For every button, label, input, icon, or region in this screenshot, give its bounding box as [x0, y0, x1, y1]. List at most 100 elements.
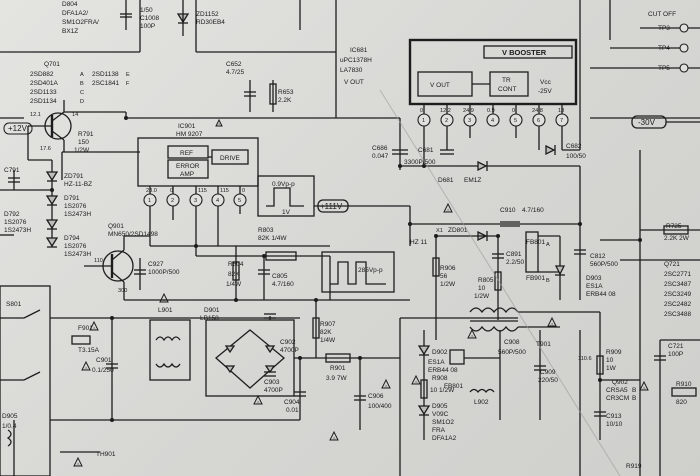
warning-triangle-icon: ⚠ [639, 380, 649, 391]
label-c903: C903 [264, 379, 280, 386]
marker-a: A [80, 72, 84, 78]
label-c910-value: 4.7/160 [522, 207, 544, 214]
warning-triangle-icon: ⚠ [547, 316, 557, 327]
label-r805-value: 10 [478, 285, 486, 292]
warning-triangle-glyph: ⚠ [642, 386, 647, 391]
vbooster-pinv-2: 12.2 [440, 108, 451, 114]
warning-triangle-icon: ⚠ [73, 456, 83, 467]
ic901-pinv-1: 23.0 [146, 188, 157, 194]
label-c906: C906 [368, 393, 384, 400]
label-r804: R804 [228, 261, 244, 268]
warning-triangle-glyph: ⚠ [446, 208, 451, 213]
label-c913: C913 [606, 413, 622, 420]
label-ic901-error: ERROR [176, 163, 200, 170]
label-trcont-2: CONT [498, 86, 516, 93]
label-c908: C908 [504, 339, 520, 346]
label-q902-marker2: B [632, 395, 636, 402]
label-q701-pin2: 17.6 [40, 146, 51, 152]
label-q901: Q901 [108, 223, 124, 230]
label-d902-part: ES1A [428, 359, 445, 366]
vbooster-pin-6: 6 [537, 118, 540, 124]
label-c891: C891 [506, 251, 522, 258]
label-q902: Q902 [612, 379, 628, 386]
label-r909-power: 1W [606, 365, 617, 372]
label-c686-value: 0.047 [372, 153, 389, 160]
label-q701: Q701 [44, 61, 60, 68]
vbooster-pin-7: 7 [560, 118, 563, 124]
label-c652: C652 [226, 61, 242, 68]
label-d902: D902 [432, 349, 448, 356]
label-d905-left: D905 [2, 413, 18, 420]
label-c927-value: 1000P/500 [148, 269, 180, 276]
ic901-pinv-4: 115 [220, 188, 229, 194]
vbooster-pin-1: 1 [422, 118, 425, 124]
label-c901-value: 0.1/250 [92, 367, 114, 374]
label-plus111v: +111V [320, 202, 343, 211]
warning-triangle-glyph: ⚠ [414, 380, 419, 385]
label-r791-value: 150 [78, 139, 89, 146]
label-c927: C927 [148, 261, 164, 268]
label-r653: R653 [278, 89, 294, 96]
label-vbooster: V BOOSTER [502, 48, 547, 57]
label-d903: D903 [586, 275, 602, 282]
ic901-pin-5: 5 [238, 198, 241, 204]
label-r805-power: 1/2W [474, 293, 490, 300]
label-r-fragment: 1/0.4 [2, 423, 17, 430]
label-q721-part3: 2SC3249 [664, 291, 691, 298]
marker-b: B [80, 81, 84, 87]
warning-triangle-glyph: ⚠ [550, 322, 555, 327]
warning-triangle-glyph: ⚠ [332, 436, 337, 441]
label-d905-part4: DFA1A2 [432, 435, 457, 442]
label-r910-value: 820 [676, 399, 687, 406]
label-q901-parts: MN650/2SD1498 [108, 231, 158, 238]
warning-triangle-icon: ⚠ [411, 374, 421, 385]
label-c902: C902 [280, 339, 296, 346]
label-d804-part1: DFA1A2/ [62, 10, 88, 17]
label-q701-part4: 2SD1134 [30, 98, 57, 105]
label-d681-part: EM1Z [464, 177, 481, 184]
marker-d: D [80, 99, 84, 105]
label-c-fragment: 1/50 [140, 7, 153, 14]
label-c1008-value: 100P [140, 23, 155, 30]
label-c901: C901 [96, 357, 112, 364]
label-c903-value: 4700P [264, 387, 283, 394]
label-ic681-part1: uPC1378H [340, 57, 372, 64]
label-r901-value: 3.9 7W [326, 375, 347, 382]
label-r804-power: 1/4W [226, 281, 242, 288]
label-d791: D791 [64, 195, 80, 202]
warning-triangle-icon: ⚠ [329, 430, 339, 441]
label-zd1152: ZD1152 [196, 11, 219, 18]
label-tp5: TP5 [658, 65, 670, 72]
ic901-pin-3: 3 [194, 198, 197, 204]
label-ic681: IC681 [350, 47, 368, 54]
label-r804-value: 82K [228, 271, 240, 278]
vbooster-pinv-3: 24.9 [463, 108, 474, 114]
label-c910: C910 [500, 207, 516, 214]
label-c909: C909 [540, 369, 556, 376]
warning-triangle-icon: ⚠ [381, 378, 391, 389]
marker-f: F [126, 81, 130, 87]
label-waveform2-amp: 285Vp-p [358, 267, 383, 274]
label-zd801-part: HZ 11 [410, 239, 428, 246]
label-ann-b: B [546, 278, 550, 284]
label-plus12v: +12V [8, 124, 28, 133]
label-c805-value: 4.7/160 [272, 281, 294, 288]
label-q701-part1: 2SD882 [30, 71, 54, 78]
label-cutoff: CUT OFF [648, 11, 676, 18]
label-d901: D901 [204, 307, 220, 314]
label-d902-alt: ERB44 08 [428, 367, 458, 374]
label-c812: C812 [590, 253, 606, 260]
label-c686: C686 [372, 145, 388, 152]
label-ic901-amp: AMP [180, 171, 194, 178]
label-q701-alt1: 2SD1138 [92, 71, 119, 78]
label-d905-part2: SM1O2 [432, 419, 454, 426]
label-zd791: ZD791 [64, 173, 84, 180]
label-c1008: C1008 [140, 15, 160, 22]
label-zd1152-part: RD30EB4 [196, 19, 225, 26]
warning-triangle-glyph: ⚠ [384, 384, 389, 389]
label-q701-part3: 2SD1133 [30, 89, 57, 96]
label-c791: C791 [4, 167, 20, 174]
label-d681: D681 [438, 177, 454, 184]
